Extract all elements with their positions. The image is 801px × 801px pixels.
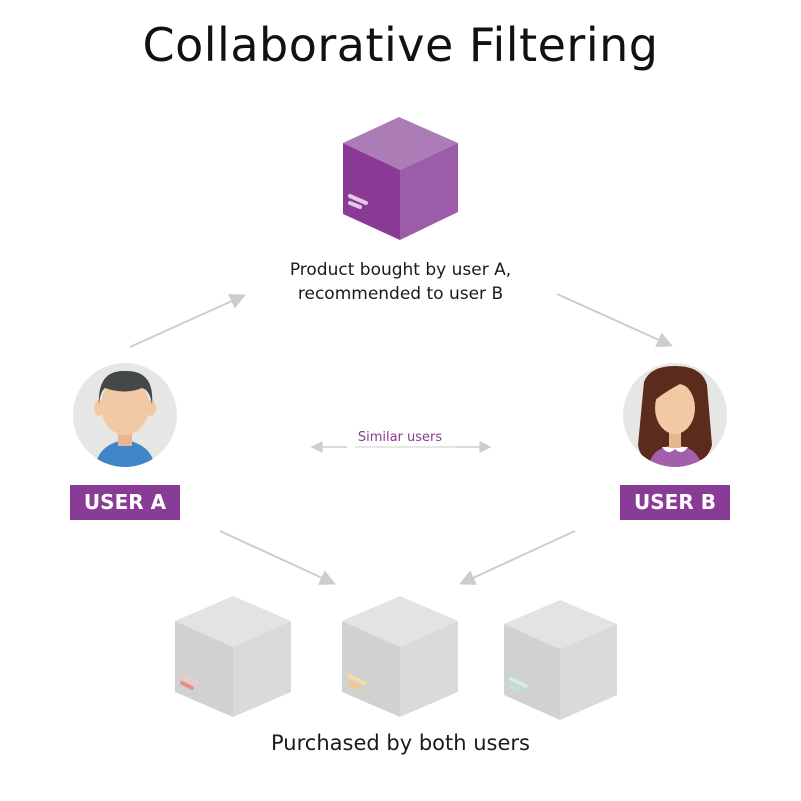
shared-product-box-icon — [342, 596, 458, 717]
arrow-user-b-to-shared-products — [459, 530, 576, 585]
shared-product-box-icon — [175, 596, 291, 717]
arrow-user-a-to-shared-products — [219, 530, 336, 585]
arrow-product-to-user-b — [556, 293, 673, 348]
diagram-title: Collaborative Filtering — [142, 18, 659, 72]
shared-products-caption: Purchased by both users — [271, 731, 530, 755]
user-b-label: USER B — [634, 490, 716, 514]
male-avatar-icon — [73, 363, 177, 467]
similar-users-label: Similar users — [357, 430, 443, 445]
female-avatar-icon — [623, 363, 727, 467]
caption-line-1: Product bought by user A, — [289, 260, 512, 280]
user-a-label: USER A — [83, 490, 167, 514]
shared-product-box-icon — [504, 600, 617, 720]
recommended-product-caption: Product bought by user A, recommended to… — [200, 258, 601, 306]
caption-line-2: recommended to user B — [297, 284, 504, 304]
arrow-user-a-to-product — [129, 293, 246, 348]
user-b-label-bg — [620, 485, 730, 520]
recommended-product-box-icon — [343, 117, 458, 240]
user-a-label-bg — [70, 485, 180, 520]
